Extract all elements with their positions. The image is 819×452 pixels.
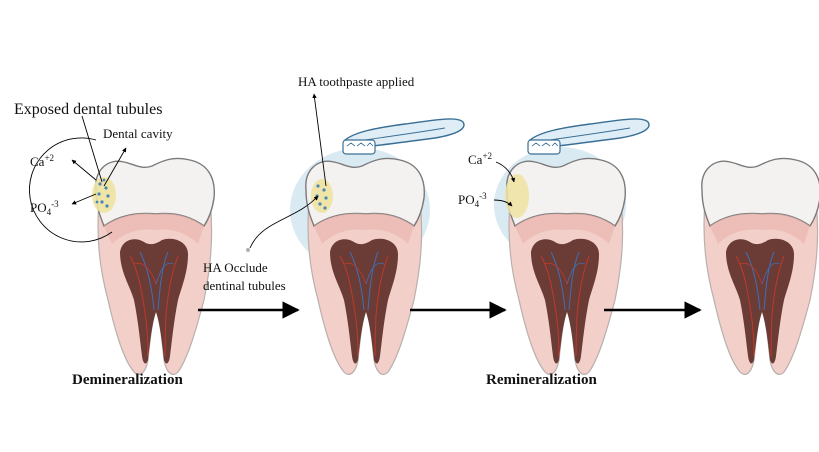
tooth-demineralized bbox=[29, 137, 216, 376]
occluded-tubules-area bbox=[311, 179, 333, 213]
label-po4-1: PO4-3 bbox=[30, 199, 59, 217]
pointer-ca-release bbox=[71, 159, 97, 181]
pointer-po4-release bbox=[71, 193, 97, 205]
tooth-healthy bbox=[701, 157, 819, 376]
pointer-occlude bbox=[249, 195, 319, 249]
tubule-dots-1 bbox=[95, 178, 110, 208]
pointer-origin-dot bbox=[246, 248, 250, 252]
exposed-tubules-area bbox=[92, 177, 116, 213]
toothbrush-1-graphic bbox=[342, 118, 465, 155]
label-ca-1: Ca+2 bbox=[30, 153, 54, 169]
label-dental-cavity: Dental cavity bbox=[103, 126, 173, 141]
label-ha-occlude-2: dentinal tubules bbox=[203, 278, 286, 293]
tooth-with-toothpaste bbox=[290, 118, 465, 376]
pointer-ca-uptake bbox=[495, 161, 516, 183]
pointer-po4-uptake bbox=[493, 199, 513, 207]
label-po4-2: PO4-3 bbox=[458, 191, 487, 209]
pointer-exposed-tubules bbox=[81, 115, 103, 183]
pointer-dental-cavity bbox=[103, 147, 127, 187]
label-demineralization: Demineralization bbox=[72, 372, 183, 388]
tooth-4-graphic bbox=[701, 157, 819, 376]
label-ca-2: Ca+2 bbox=[468, 151, 492, 167]
label-toothpaste-applied: HA toothpaste applied bbox=[298, 74, 415, 89]
toothbrush-2-graphic bbox=[527, 118, 650, 155]
remineralized-area bbox=[505, 174, 529, 218]
label-ha-occlude-1: HA Occlude bbox=[203, 260, 268, 275]
label-exposed-tubules: Exposed dental tubules bbox=[14, 101, 162, 118]
pointer-toothpaste bbox=[312, 93, 327, 187]
tubule-dots-2 bbox=[315, 184, 328, 210]
label-remineralization: Remineralization bbox=[486, 372, 597, 388]
ion-cycle-loop bbox=[29, 137, 113, 243]
tooth-remineralizing bbox=[494, 118, 650, 376]
